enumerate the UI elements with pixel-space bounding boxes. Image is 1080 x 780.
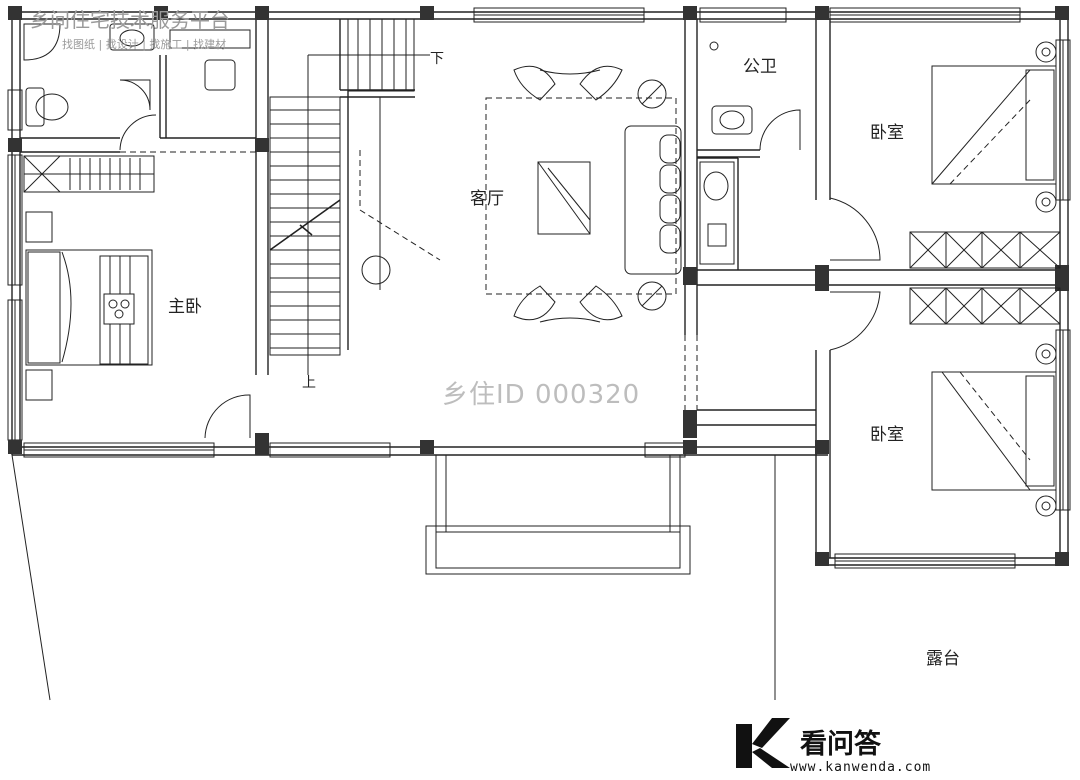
master-doors: [119, 114, 251, 439]
master-bath: [23, 23, 251, 127]
bedroom-wardrobes: [909, 231, 1061, 325]
windows: [7, 7, 1071, 569]
living-room-furniture: [359, 65, 682, 323]
room-label-master-bedroom: 主卧: [168, 297, 202, 317]
hall-doors: [829, 197, 881, 351]
wardrobe: [23, 155, 155, 193]
room-label-living-room: 客厅: [470, 189, 504, 209]
stair-down-label: 下: [430, 51, 444, 67]
room-label-terrace: 露台: [926, 649, 960, 669]
porch-and-terrace: [11, 151, 810, 701]
room-label-bedroom-top: 卧室: [870, 123, 904, 143]
banner-subtitle: 找图纸 | 找设计 | 找施工 | 找建材: [62, 38, 227, 51]
brand-url: www.kanwenda.com: [790, 760, 932, 775]
brand-logo-icon: [736, 718, 790, 768]
staircase: [269, 18, 430, 375]
master-bed: [25, 211, 153, 401]
bedroom-beds: [931, 41, 1057, 517]
room-label-bedroom-bottom: 卧室: [870, 425, 904, 445]
watermark-id: 乡住ID 000320: [442, 380, 641, 410]
brand-name: 看问答: [800, 729, 881, 760]
public-bath: [699, 41, 801, 265]
room-label-public-bathroom: 公卫: [743, 57, 777, 77]
stair-up-label: 上: [302, 375, 316, 391]
columns: [8, 6, 1069, 566]
banner-title: 乡间住宅技术服务平台: [30, 8, 230, 32]
